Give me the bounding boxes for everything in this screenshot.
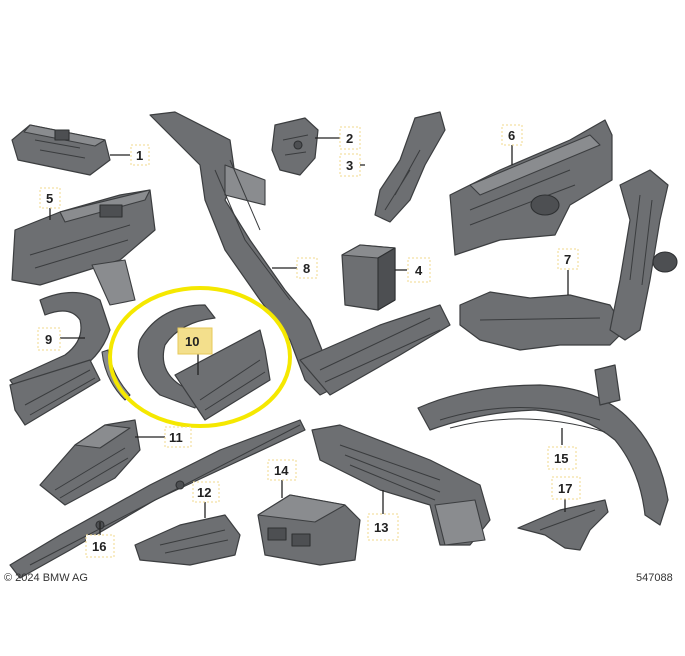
label-6[interactable]: 6	[501, 124, 523, 146]
diagram-number: 547088	[636, 572, 673, 584]
label-10[interactable]: 10	[177, 327, 213, 355]
svg-text:8: 8	[303, 261, 310, 276]
part-17-bracket[interactable]	[517, 499, 609, 551]
part-11-bracket[interactable]	[39, 419, 141, 506]
label-4[interactable]: 4	[407, 257, 431, 283]
svg-text:16: 16	[92, 539, 106, 554]
svg-text:17: 17	[558, 481, 572, 496]
part-15-bracket[interactable]	[417, 364, 669, 526]
part-7-duct[interactable]	[459, 169, 678, 351]
label-12[interactable]: 12	[192, 481, 220, 503]
part-10-channel[interactable]	[101, 304, 271, 421]
svg-text:14: 14	[274, 463, 289, 478]
label-16[interactable]: 16	[85, 534, 115, 558]
label-13[interactable]: 13	[367, 513, 399, 541]
part-5-bracket[interactable]	[11, 189, 156, 286]
svg-text:3: 3	[346, 158, 353, 173]
svg-text:7: 7	[564, 252, 571, 267]
part-6-panel[interactable]	[449, 119, 613, 256]
svg-text:13: 13	[374, 520, 388, 535]
part-4-box[interactable]	[341, 244, 396, 311]
label-11[interactable]: 11	[164, 426, 192, 448]
label-7[interactable]: 7	[557, 248, 579, 270]
part-9-channel[interactable]	[9, 259, 136, 426]
svg-text:9: 9	[45, 332, 52, 347]
svg-text:12: 12	[197, 485, 211, 500]
part-13-bracket[interactable]	[311, 424, 491, 546]
svg-text:5: 5	[46, 191, 53, 206]
label-8[interactable]: 8	[296, 257, 318, 279]
part-8-bracket[interactable]	[149, 111, 451, 396]
svg-text:11: 11	[169, 430, 183, 445]
svg-text:1: 1	[136, 148, 143, 163]
label-15[interactable]: 15	[547, 446, 577, 470]
part-12-clip[interactable]	[134, 514, 241, 566]
part-1-bracket[interactable]	[11, 124, 111, 176]
highlight-circle	[108, 286, 292, 428]
label-14[interactable]: 14	[267, 459, 297, 481]
label-9[interactable]: 9	[37, 327, 61, 351]
svg-text:6: 6	[508, 128, 515, 143]
label-5[interactable]: 5	[39, 187, 61, 209]
svg-text:15: 15	[554, 451, 568, 466]
svg-text:10: 10	[185, 334, 199, 349]
svg-text:4: 4	[415, 263, 423, 278]
copyright-text: © 2024 BMW AG	[4, 572, 88, 584]
part-2-clip[interactable]	[271, 117, 319, 176]
label-3[interactable]: 3	[339, 153, 361, 177]
part-3-holder[interactable]	[374, 111, 446, 223]
svg-text:2: 2	[346, 131, 353, 146]
label-2[interactable]: 2	[339, 126, 361, 150]
label-17[interactable]: 17	[551, 476, 581, 500]
label-1[interactable]: 1	[130, 144, 150, 166]
part-14-module[interactable]	[257, 494, 361, 566]
